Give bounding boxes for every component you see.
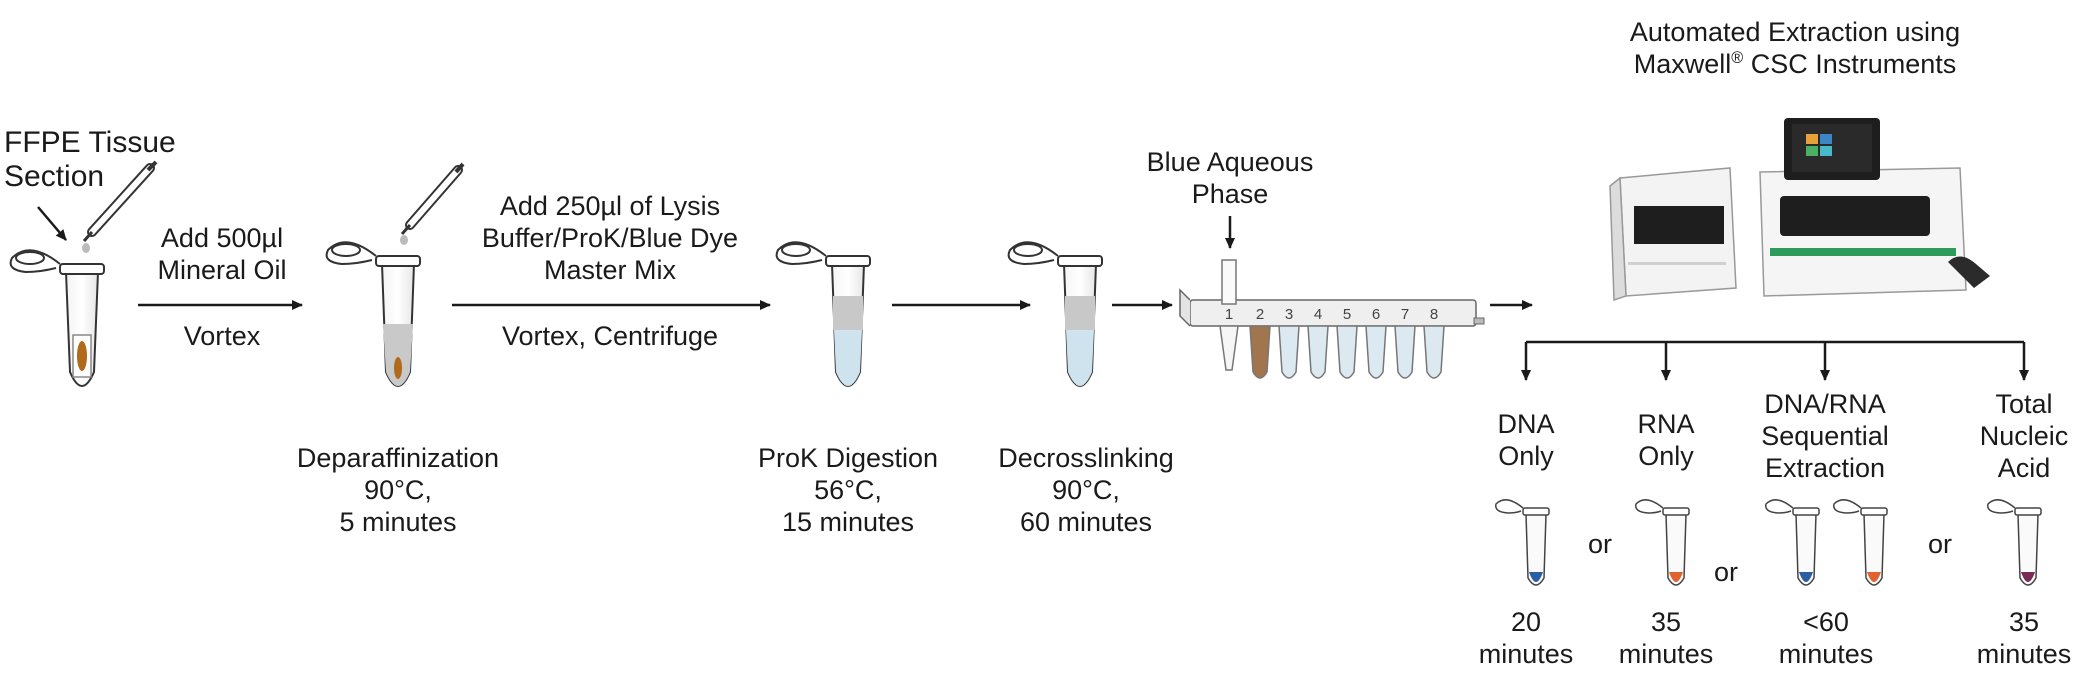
pipette-2-icon: [400, 162, 465, 245]
output-tube: [1987, 499, 2042, 586]
output-tubes: [1495, 499, 2042, 586]
maxwell-cartridge: 1 2 3 4 5 6 7 8: [1179, 216, 1485, 379]
label-step2-sub: Vortex, Centrifuge: [501, 321, 719, 351]
cartridge-well: [1365, 325, 1387, 379]
cartridge-well: [1423, 325, 1445, 379]
tube-ffpe: [9, 249, 105, 387]
tube-deparaffinization: [325, 241, 421, 387]
branch-connectors: [1521, 340, 2029, 381]
or-connector-3: or: [1927, 529, 1952, 559]
time-output-rna: 35 minutes: [1618, 607, 1714, 669]
time-output-dna: 20 minutes: [1478, 607, 1574, 669]
pipette-1-icon: [82, 160, 158, 253]
output-tube: [1635, 499, 1690, 586]
or-connector-2: or: [1713, 557, 1738, 587]
label-automated-extraction: Automated Extraction using Maxwell® CSC …: [1629, 17, 1961, 79]
label-output-rna: RNA Only: [1637, 409, 1695, 471]
label-ffpe-start: FFPE Tissue Section: [4, 126, 176, 193]
tube-decrosslinking: [1007, 241, 1103, 387]
cartridge-well: [1249, 325, 1271, 379]
output-tube: [1833, 499, 1888, 586]
output-tube: [1495, 499, 1550, 586]
cartridge-well-number: 4: [1314, 306, 1322, 323]
cartridge-well-number: 5: [1343, 306, 1351, 323]
label-decrosslinking: Decrosslinking 90°C, 60 minutes: [998, 443, 1174, 537]
cartridge-well-number: 2: [1256, 306, 1264, 323]
cartridge-well-number: 6: [1372, 306, 1380, 323]
label-step1-sub: Vortex: [183, 321, 261, 351]
label-blue-aqueous-phase: Blue Aqueous Phase: [1146, 147, 1314, 209]
label-deparaffinization: Deparaffinization 90°C, 5 minutes: [296, 443, 500, 537]
cartridge-well-number: 1: [1225, 306, 1233, 323]
cartridge-well: [1278, 325, 1300, 379]
label-output-total: Total Nucleic Acid: [1979, 389, 2069, 483]
label-step1-action: Add 500µl Mineral Oil: [157, 223, 287, 285]
label-output-dna: DNA Only: [1497, 409, 1555, 471]
label-output-dna-rna: DNA/RNA Sequential Extraction: [1761, 389, 1889, 483]
tube-prok-digestion: [775, 241, 871, 387]
maxwell-instrument-right: [1759, 118, 1990, 297]
cartridge-well-number: 7: [1401, 306, 1409, 323]
time-output-total: 35 minutes: [1976, 607, 2072, 669]
cartridge-well: [1394, 325, 1416, 379]
output-tube: [1765, 499, 1820, 586]
time-output-dna-rna: <60 minutes: [1778, 607, 1874, 669]
label-prok-digestion: ProK Digestion 56°C, 15 minutes: [757, 443, 939, 537]
pointer-arrow: [37, 206, 67, 241]
label-step2-action: Add 250µl of Lysis Buffer/ProK/Blue Dye …: [481, 191, 739, 285]
cartridge-well-number: 3: [1285, 306, 1293, 323]
maxwell-instrument-left: [1609, 167, 1737, 302]
cartridge-well-number: 8: [1430, 306, 1438, 323]
or-connector-1: or: [1587, 529, 1612, 559]
cartridge-well: [1307, 325, 1329, 379]
cartridge-well: [1336, 325, 1358, 379]
